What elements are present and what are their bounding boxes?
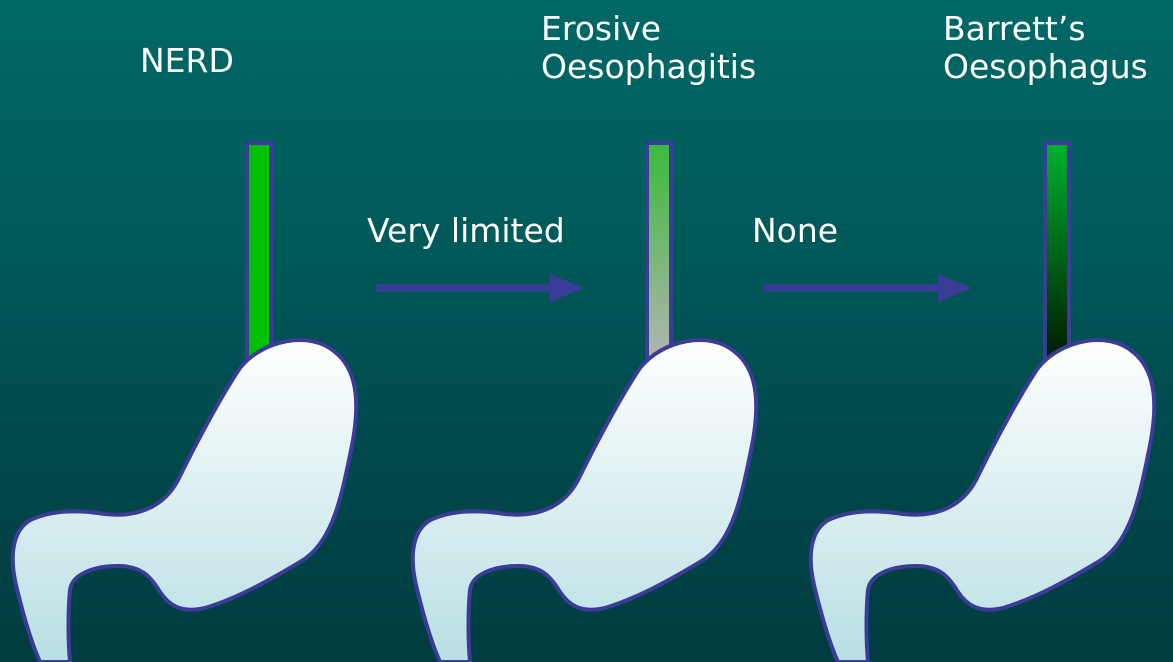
- stomach-shape: [811, 340, 1154, 662]
- stage-title-line: NERD: [140, 42, 234, 80]
- stage-title-erosive-oesophagitis: Erosive Oesophagitis: [541, 10, 756, 86]
- oesophagus-tube: [1045, 143, 1069, 363]
- stage-title-nerd: NERD: [140, 42, 234, 80]
- transition-label-none: None: [752, 212, 838, 250]
- stage-title-line: Erosive: [541, 10, 756, 48]
- arrow-nerd-to-erosive: [376, 274, 584, 302]
- arrow-erosive-to-barretts: [764, 274, 972, 302]
- stage-title-line: Barrett’s: [943, 10, 1148, 48]
- stage-title-barretts-oesophagus: Barrett’s Oesophagus: [943, 10, 1148, 86]
- oesophagus-tube: [647, 143, 671, 363]
- transition-label-very-limited: Very limited: [367, 212, 565, 250]
- stomach-shape: [13, 340, 356, 662]
- stage-title-line: Oesophagitis: [541, 48, 756, 86]
- oesophagus-tube: [247, 143, 271, 363]
- stage-nerd: [13, 143, 356, 662]
- stage-title-line: Oesophagus: [943, 48, 1148, 86]
- stomach-shape: [413, 340, 756, 662]
- stage-barretts-oesophagus: [811, 143, 1154, 662]
